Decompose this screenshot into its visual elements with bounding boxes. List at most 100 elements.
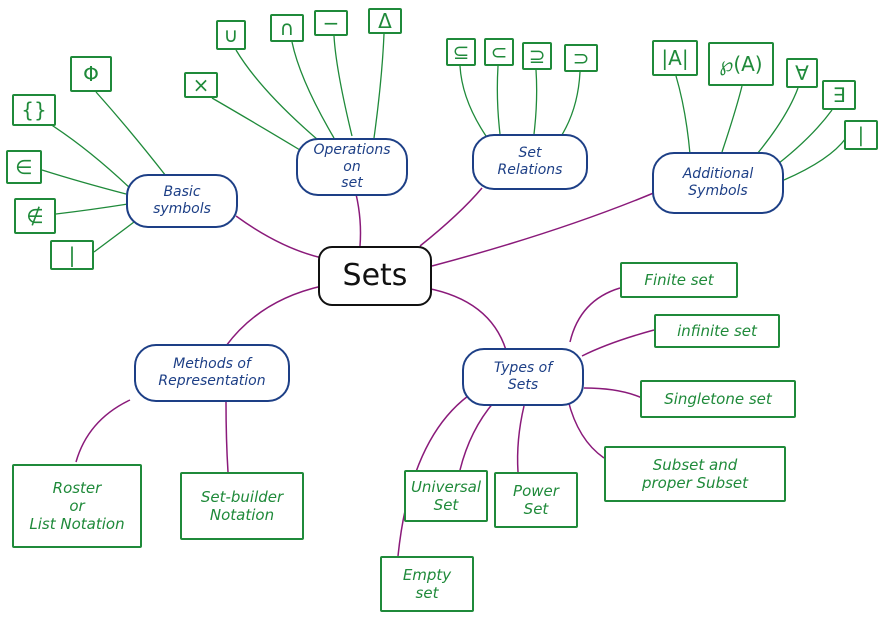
link-additional-divides — [783, 137, 847, 181]
link-types-subset — [567, 399, 605, 459]
link-basic-element — [41, 169, 127, 195]
link-center-basic — [235, 215, 323, 259]
additional-symbol-label: ∣ — [856, 123, 866, 147]
method-label: Set-builder Notation — [200, 488, 284, 524]
operation-symbol-label: ∩ — [279, 16, 295, 40]
basic-symbol-such-that[interactable]: | — [50, 240, 94, 270]
hub-additional-symbols[interactable]: Additional Symbols — [652, 152, 784, 214]
additional-cardinality[interactable]: |A| — [652, 40, 698, 76]
link-additional-cardinality — [675, 75, 691, 155]
type-label: infinite set — [677, 322, 757, 340]
additional-symbol-label: ∀ — [795, 61, 809, 85]
hub-methods-label: Methods of Representation — [158, 356, 266, 389]
relation-superset-or-equal[interactable]: ⊇ — [522, 42, 552, 70]
hub-methods-of-representation[interactable]: Methods of Representation — [134, 344, 290, 402]
link-center-relations — [419, 187, 483, 247]
method-set-builder-notation[interactable]: Set-builder Notation — [180, 472, 304, 540]
method-roster-notation[interactable]: Roster or List Notation — [12, 464, 142, 548]
additional-for-all[interactable]: ∀ — [786, 58, 818, 88]
basic-symbol-label: ∉ — [26, 204, 44, 228]
link-basic-notelement — [55, 203, 129, 215]
relation-symbol-label: ⊂ — [490, 40, 508, 64]
link-relations-supseteq — [533, 69, 538, 135]
link-relations-supset — [559, 71, 581, 139]
link-types-singleton — [583, 387, 643, 399]
hub-basic-symbols[interactable]: Basic symbols — [126, 174, 238, 228]
hub-types-of-sets[interactable]: Types of Sets — [462, 348, 584, 406]
basic-symbol-phi[interactable]: Φ — [70, 56, 112, 92]
operation-cartesian-product[interactable]: × — [184, 72, 218, 98]
additional-symbol-label: ∃ — [832, 83, 846, 107]
link-additional-forall — [751, 87, 799, 161]
link-center-additional — [431, 191, 657, 267]
link-operations-intersection — [291, 41, 335, 139]
basic-symbol-label: {} — [21, 98, 47, 122]
type-label: Singletone set — [664, 390, 772, 408]
operation-symbol-label: ∪ — [223, 23, 239, 47]
type-label: Power Set — [513, 482, 559, 518]
additional-there-exists[interactable]: ∃ — [822, 80, 856, 110]
central-topic-label: Sets — [342, 258, 408, 293]
basic-symbol-label: ∈ — [15, 155, 33, 179]
central-topic-sets[interactable]: Sets — [318, 246, 432, 306]
relation-symbol-label: ⊇ — [528, 44, 546, 68]
basic-symbol-label: Φ — [83, 62, 99, 86]
link-types-empty — [397, 395, 469, 557]
operation-difference[interactable]: − — [314, 10, 348, 36]
hub-operations-on-set[interactable]: Operations on set — [296, 138, 408, 196]
type-label: Subset and proper Subset — [641, 456, 749, 492]
relation-symbol-label: ⊆ — [452, 40, 470, 64]
link-relations-subseteq — [459, 65, 487, 137]
hub-types-label: Types of Sets — [493, 360, 553, 393]
method-label: Roster or List Notation — [29, 479, 125, 533]
type-subset-and-proper-subset[interactable]: Subset and proper Subset — [604, 446, 786, 502]
relation-proper-subset[interactable]: ⊂ — [484, 38, 514, 66]
link-basic-suchthat — [93, 221, 135, 253]
additional-symbol-label: |A| — [661, 46, 689, 70]
type-label: Universal Set — [410, 478, 482, 514]
link-operations-symdiff — [373, 33, 385, 139]
hub-set-relations[interactable]: Set Relations — [472, 134, 588, 190]
type-empty-set[interactable]: Empty set — [380, 556, 474, 612]
type-universal-set[interactable]: Universal Set — [404, 470, 488, 522]
link-methods-setbuilder — [225, 401, 229, 473]
link-types-power — [516, 405, 525, 473]
link-center-methods — [225, 285, 323, 347]
relation-proper-superset[interactable]: ⊃ — [564, 44, 598, 72]
link-center-types — [425, 287, 507, 351]
type-label: Empty set — [402, 566, 452, 602]
relation-symbol-label: ⊃ — [572, 46, 590, 70]
hub-operations-label: Operations on set — [313, 141, 391, 192]
additional-power-set[interactable]: ℘(A) — [708, 42, 774, 86]
link-operations-union — [235, 49, 319, 141]
relation-subset-or-equal[interactable]: ⊆ — [446, 38, 476, 66]
link-basic-phi — [95, 91, 167, 177]
link-additional-powerset — [721, 85, 743, 153]
type-singleton-set[interactable]: Singletone set — [640, 380, 796, 418]
link-types-infinite — [581, 329, 655, 357]
operation-symmetric-difference[interactable]: Δ — [368, 8, 402, 34]
basic-symbol-element-of[interactable]: ∈ — [6, 150, 42, 184]
hub-relations-label: Set Relations — [497, 145, 563, 178]
link-types-finite — [569, 287, 621, 343]
type-finite-set[interactable]: Finite set — [620, 262, 738, 298]
operation-symbol-label: × — [192, 73, 210, 97]
hub-additional-label: Additional Symbols — [682, 166, 754, 199]
type-label: Finite set — [644, 271, 714, 289]
type-infinite-set[interactable]: infinite set — [654, 314, 780, 348]
additional-divides[interactable]: ∣ — [844, 120, 878, 150]
operation-union[interactable]: ∪ — [216, 20, 246, 50]
type-power-set[interactable]: Power Set — [494, 472, 578, 528]
operation-intersection[interactable]: ∩ — [270, 14, 304, 42]
operation-symbol-label: Δ — [378, 9, 392, 33]
hub-basic-symbols-label: Basic symbols — [153, 184, 211, 217]
link-center-operations — [355, 193, 362, 247]
basic-symbol-not-element-of[interactable]: ∉ — [14, 198, 56, 234]
additional-symbol-label: ℘(A) — [719, 52, 763, 76]
link-methods-roster — [75, 399, 131, 463]
link-operations-difference — [333, 35, 353, 137]
link-basic-braces — [49, 123, 133, 191]
basic-symbol-empty-braces[interactable]: {} — [12, 94, 56, 126]
link-types-universal — [459, 401, 495, 471]
